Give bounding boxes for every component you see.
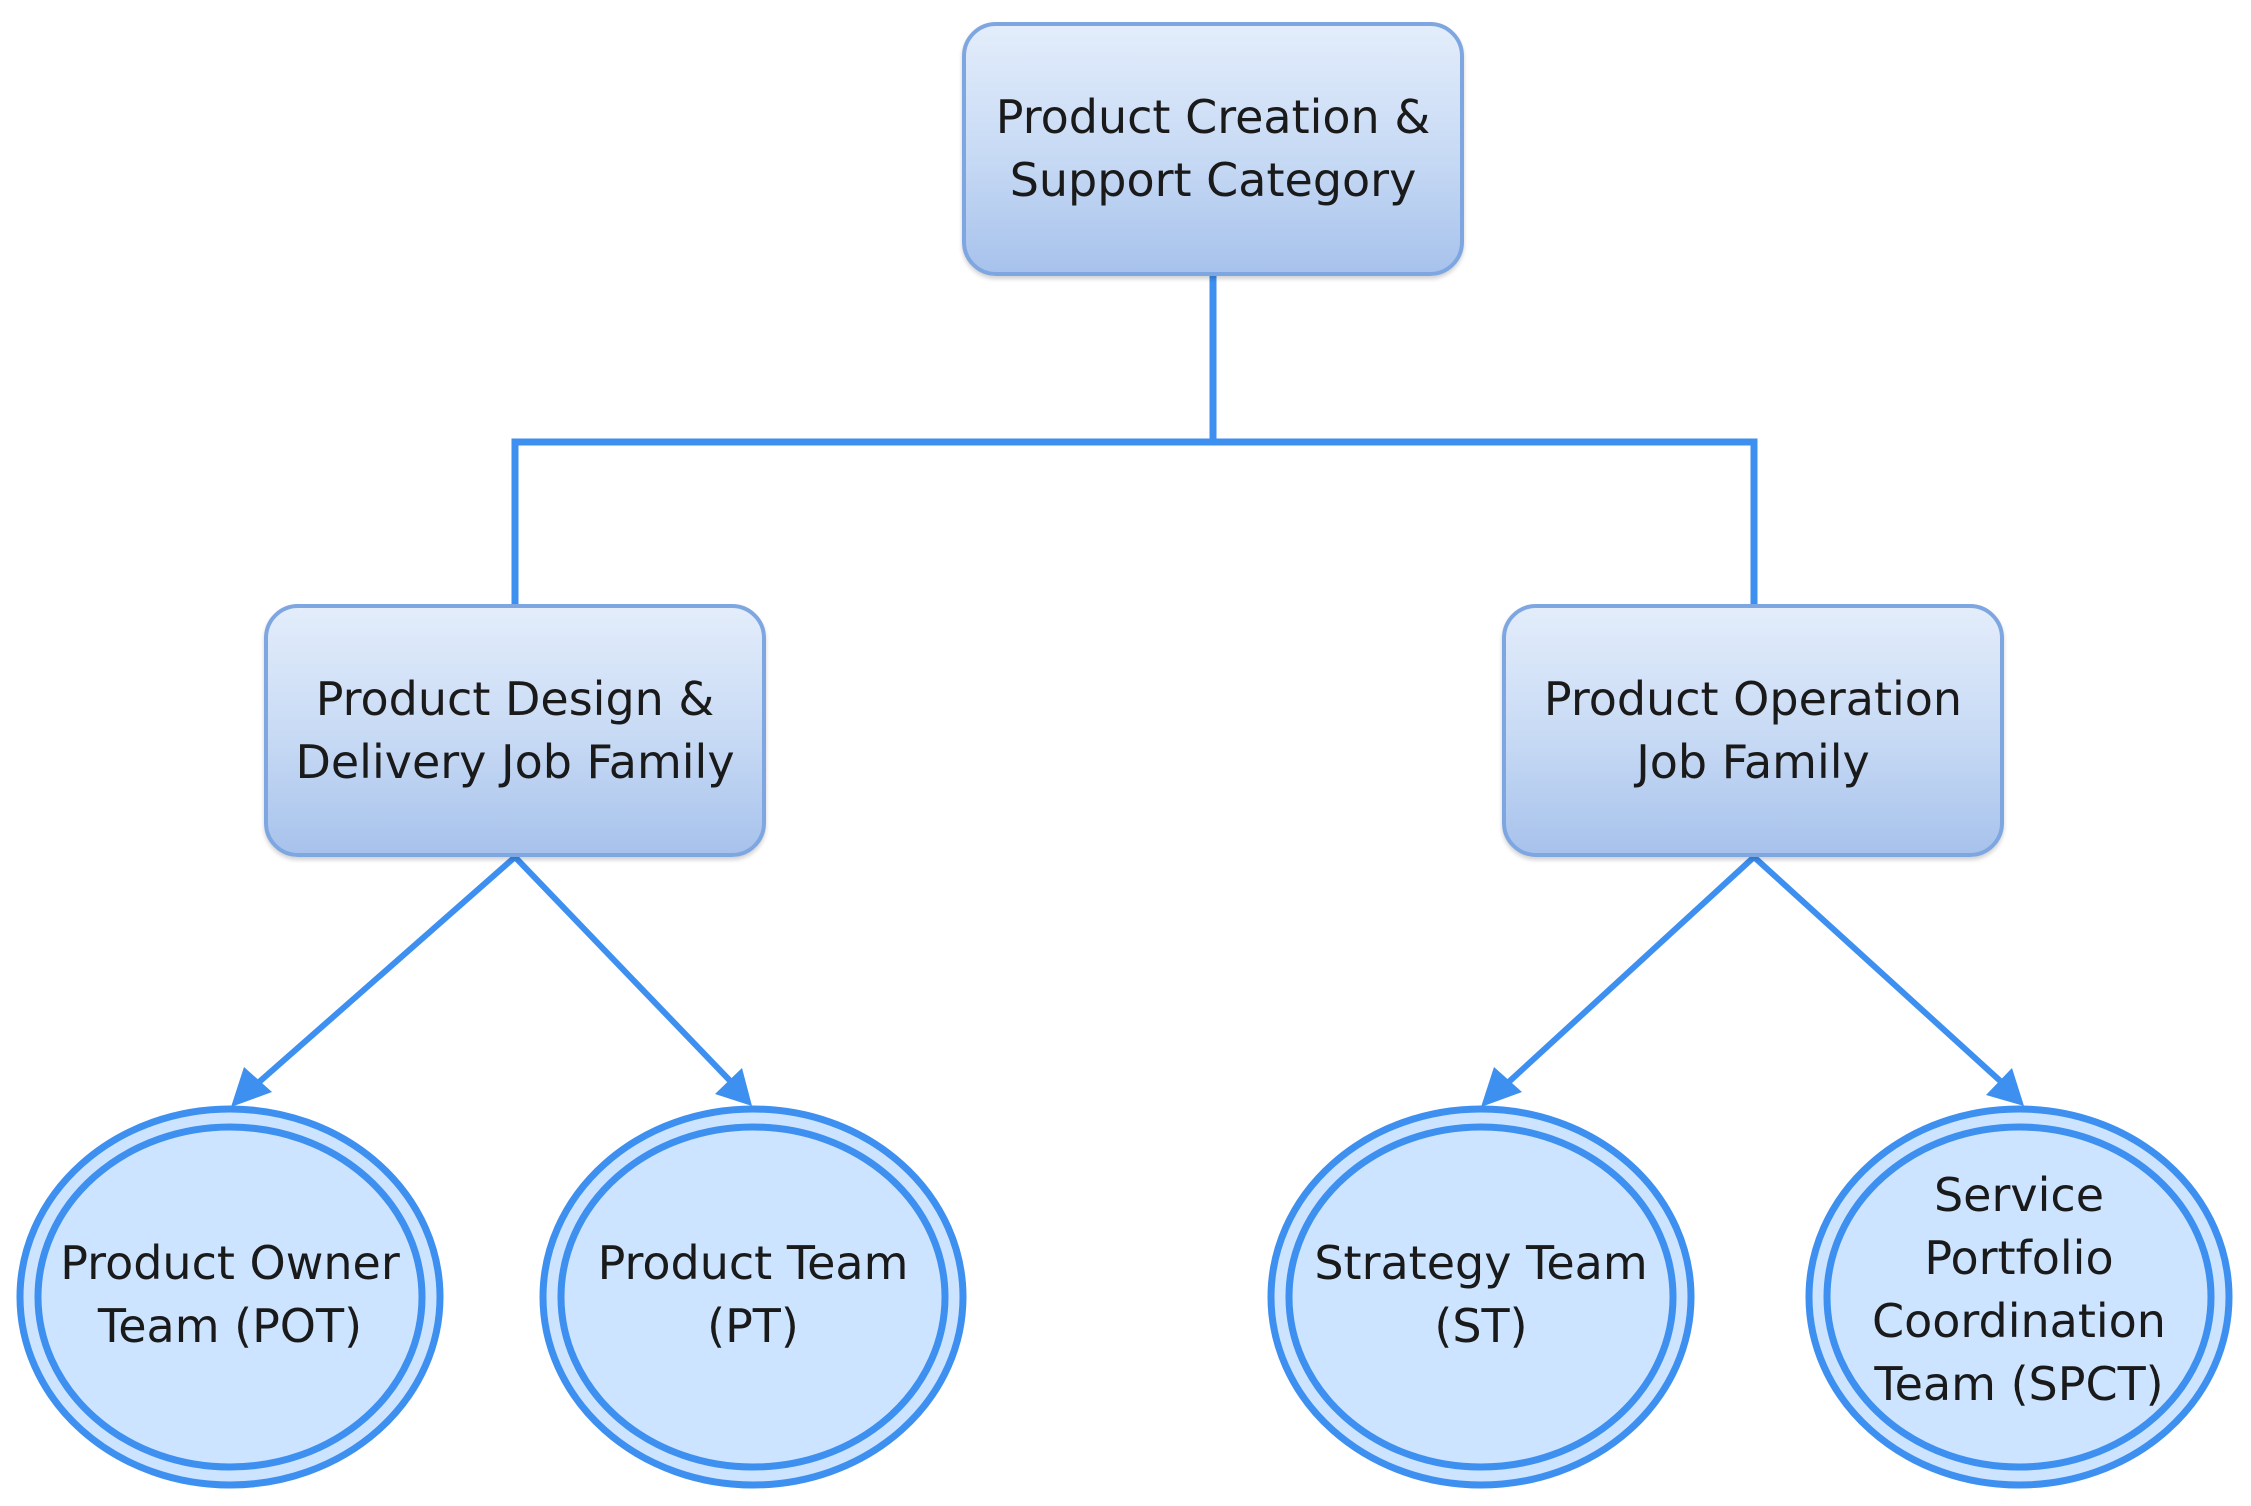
team-label-pot: Product Owner Team (POT) <box>30 1140 430 1450</box>
team-pot-line-1: Product Owner <box>60 1236 400 1290</box>
root-node-product-creation-support-category: Product Creation & Support Category <box>962 22 1464 276</box>
team-pot-line-2: Team (POT) <box>97 1299 363 1353</box>
root-node-line-1: Product Creation & <box>995 90 1431 144</box>
team-circle-pot <box>16 1105 444 1489</box>
team-pt-line-2: (PT) <box>707 1299 799 1353</box>
team-spct-line-3: Coordination <box>1872 1294 2166 1348</box>
arrow-design-to-pot <box>231 854 517 1107</box>
arrow-operation-to-spct <box>1751 854 2024 1106</box>
family-design-line-2: Delivery Job Family <box>295 734 735 789</box>
root-to-families-connector <box>511 276 1217 604</box>
team-label-spct: Service Portfolio Coordination Team (SPC… <box>1819 1135 2219 1445</box>
root-to-operation-connector <box>1213 438 1758 604</box>
team-st-line-1: Strategy Team <box>1314 1236 1648 1290</box>
arrow-operation-to-st <box>1481 854 1757 1107</box>
team-spct-line-4: Team (SPCT) <box>1874 1357 2164 1411</box>
team-circle-st <box>1267 1105 1695 1489</box>
family-design-line-1: Product Design & <box>315 671 715 726</box>
team-spct-line-1: Service <box>1933 1168 2104 1222</box>
team-spct-line-2: Portfolio <box>1924 1231 2114 1285</box>
root-node-line-2: Support Category <box>1009 153 1417 207</box>
team-label-pt: Product Team (PT) <box>553 1140 953 1450</box>
team-circle-spct <box>1805 1105 2233 1489</box>
team-label-st: Strategy Team (ST) <box>1281 1140 1681 1450</box>
family-operation-line-1: Product Operation <box>1543 671 1963 726</box>
team-st-line-2: (ST) <box>1434 1299 1528 1353</box>
team-circle-pt <box>539 1105 967 1489</box>
team-pt-line-1: Product Team <box>597 1236 909 1290</box>
family-node-product-operation: Product Operation Job Family <box>1502 604 2004 857</box>
family-node-design-delivery: Product Design & Delivery Job Family <box>264 604 766 857</box>
arrow-design-to-pt <box>512 854 752 1106</box>
family-operation-line-2: Job Family <box>1636 734 1870 789</box>
